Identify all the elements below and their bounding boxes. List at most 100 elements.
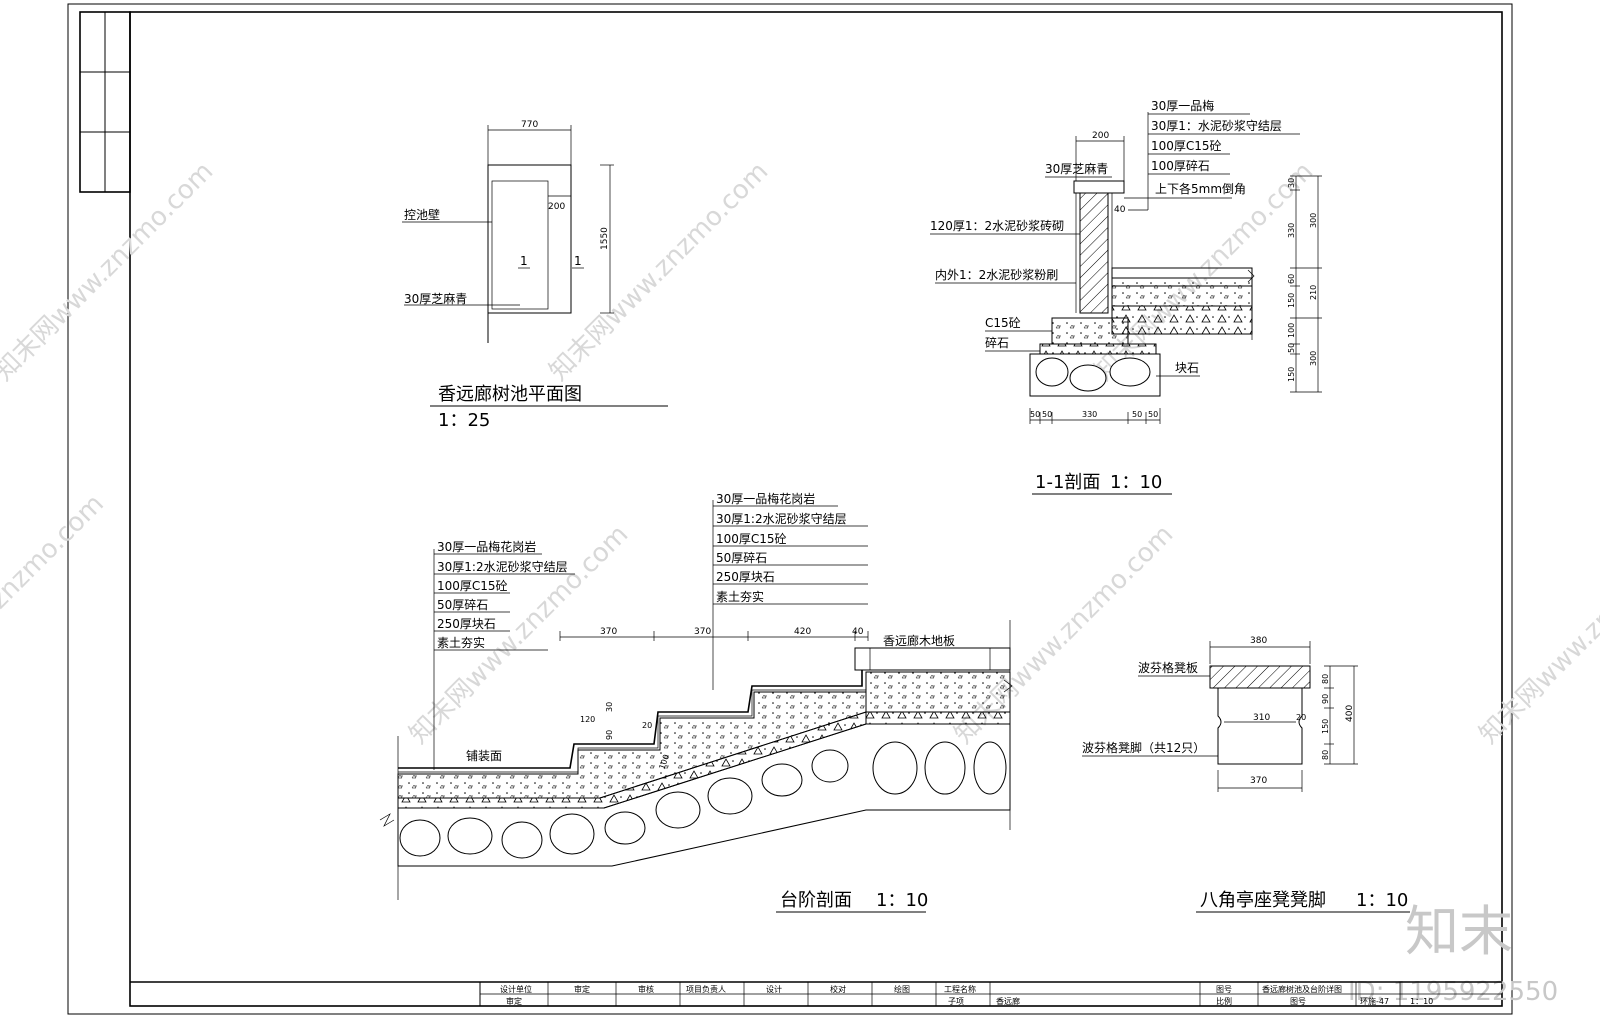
tb-c8a: 工程名称 <box>944 984 976 994</box>
step-section: 30厚一品梅花岗岩 30厚1:2水泥砂浆守结层 100厚C15砼 50厚碎石 2… <box>379 491 1013 913</box>
label-sesame-top: 30厚芝麻青 <box>1045 161 1108 176</box>
watermark-site: 知末网www.znzmo.com <box>0 156 219 387</box>
tb-c10b: 比例 <box>1216 996 1232 1006</box>
step-layers-left: 30厚一品梅花岗岩 30厚1:2水泥砂浆守结层 100厚C15砼 50厚碎石 2… <box>433 539 575 770</box>
tb-c2a: 审定 <box>574 984 590 994</box>
dim-step-d: 40 <box>852 627 864 637</box>
dim-bench-bottom: 370 <box>1250 776 1267 786</box>
dim-step-s2: 20 <box>642 721 652 730</box>
dim-side: 40 <box>1114 205 1126 215</box>
bench-scale: 1：10 <box>1356 890 1408 911</box>
dim-bench-mid: 310 <box>1253 713 1270 723</box>
label-gravel: 碎石 <box>985 335 1009 350</box>
step-layer-r6: 素土夯实 <box>716 589 764 604</box>
watermark-layer: 知末网www.znzmo.com 知末网www.znzmo.com 知末网www… <box>0 156 1600 1007</box>
dim-r3: 60 <box>1287 274 1296 284</box>
watermark-site: 知末网www.znzmo.com <box>544 156 775 387</box>
step-layer-l5: 250厚块石 <box>437 617 496 631</box>
steps-title: 台阶剖面 <box>780 890 852 911</box>
tb-c7a: 绘图 <box>894 984 910 994</box>
dim-r8: 150 <box>1287 367 1296 382</box>
tree-pool-plan: 770 200 1550 1 1 控池壁 30厚芝麻青 香远廊树池平面图 1：2… <box>402 120 668 431</box>
bench-leg-detail: 380 310 20 370 波芬格凳板 波芬格凳脚（共12只） 80 90 1… <box>1082 636 1410 913</box>
dim-b3: 330 <box>1082 410 1097 419</box>
tb-c8b: 子项 <box>948 997 964 1006</box>
dim-b1: 50 <box>1030 410 1040 419</box>
label-brick: 120厚1：2水泥砂浆砖砌 <box>930 218 1064 233</box>
dim-bench-v1: 80 <box>1321 674 1330 684</box>
dim-step-c: 420 <box>794 627 811 637</box>
label-c15: C15砼 <box>985 316 1021 330</box>
section-title: 1-1剖面 <box>1035 472 1100 493</box>
tb-c5a: 设计 <box>766 984 782 994</box>
step-layer-l3: 100厚C15砼 <box>437 579 508 593</box>
label-block: 块石 <box>1175 361 1199 375</box>
tb-c1b: 审定 <box>506 996 522 1006</box>
dim-plan-width: 770 <box>521 120 538 130</box>
dim-bench-total: 400 <box>1345 705 1355 722</box>
dim-step-b: 370 <box>694 627 711 637</box>
step-layer-r2: 30厚1:2水泥砂浆守结层 <box>716 511 847 526</box>
dim-r7: 50 <box>1287 343 1296 353</box>
label-sesame-plan: 30厚芝麻青 <box>404 291 467 306</box>
dim-r4: 150 <box>1287 293 1296 308</box>
step-layers-right: 30厚一品梅花岗岩 30厚1:2水泥砂浆守结层 100厚C15砼 50厚碎石 2… <box>712 491 868 690</box>
watermark-logo: 知末 <box>1405 900 1513 963</box>
dim-r1: 30 <box>1287 178 1296 188</box>
tb-c1a: 设计单位 <box>500 984 532 994</box>
dim-plan-inner: 200 <box>548 202 565 212</box>
dim-r2: 330 <box>1287 223 1296 238</box>
dim-bench-top: 380 <box>1250 636 1267 646</box>
label-wood-floor: 香远廊木地板 <box>883 633 955 648</box>
layer-2: 30厚1：水泥砂浆守结层 <box>1151 118 1282 133</box>
steps-scale: 1：10 <box>876 890 928 911</box>
dim-r9: 300 <box>1309 351 1318 366</box>
step-layer-l6: 素土夯实 <box>437 635 485 650</box>
label-bench-board: 波芬格凳板 <box>1138 660 1198 675</box>
tb-c10a: 图号 <box>1216 985 1232 994</box>
step-layer-l1: 30厚一品梅花岗岩 <box>437 539 536 554</box>
layer-3: 100厚C15砼 <box>1151 139 1222 153</box>
label-pool-wall: 控池壁 <box>404 207 440 222</box>
section-1-1: 200 30厚一品梅 30厚1：水泥砂浆守结层 100厚C15砼 100厚碎石 … <box>930 98 1322 495</box>
layer-4: 100厚碎石 <box>1151 158 1210 173</box>
step-layer-r3: 100厚C15砼 <box>716 532 787 546</box>
dim-step-s3: 30 <box>605 702 614 712</box>
tb-c4a: 项目负责人 <box>686 984 726 994</box>
title-block: 设计单位 审定 审定 审核 项目负责人 设计 校对 绘图 工程名称 子项 香远廊… <box>130 981 1502 1006</box>
dim-r6: 100 <box>1287 323 1296 338</box>
label-paving: 铺装面 <box>466 749 502 763</box>
layer-1: 30厚一品梅 <box>1151 98 1214 113</box>
tb-c9b: 香远廊 <box>996 996 1020 1006</box>
tb-c11b: 图号 <box>1290 997 1306 1006</box>
tb-c12b: 环施-47 <box>1360 996 1389 1006</box>
dim-b2: 50 <box>1042 410 1052 419</box>
dim-section-top: 200 <box>1092 131 1109 141</box>
label-plaster: 内外1：2水泥砂浆粉刷 <box>935 267 1058 282</box>
dim-bench-side: 20 <box>1296 713 1306 722</box>
dim-step-s4: 90 <box>605 730 614 740</box>
dim-bench-v3: 150 <box>1321 719 1330 734</box>
watermark-brand: znzmo.com <box>0 489 110 615</box>
section-marker-right: 1 <box>574 254 582 268</box>
dim-b5: 50 <box>1148 410 1158 419</box>
layer-5: 上下各5mm倒角 <box>1155 181 1246 196</box>
plan-title: 香远廊树池平面图 <box>438 384 582 405</box>
label-bench-leg: 波芬格凳脚（共12只） <box>1082 740 1205 755</box>
section-marker-left: 1 <box>520 254 528 268</box>
tb-c13b: 1：10 <box>1410 997 1433 1006</box>
step-layer-r1: 30厚一品梅花岗岩 <box>716 491 815 506</box>
sheet-frame <box>67 3 1513 1015</box>
section-scale: 1：10 <box>1110 472 1162 493</box>
dim-plan-height: 1550 <box>600 227 610 250</box>
bench-title: 八角亭座凳凳脚 <box>1200 890 1326 911</box>
dim-bench-v2: 90 <box>1321 694 1330 704</box>
step-layer-r4: 50厚碎石 <box>716 550 767 565</box>
dim-bench-v4: 80 <box>1321 750 1330 760</box>
tb-c6a: 校对 <box>830 984 846 994</box>
dim-r5: 210 <box>1309 285 1318 300</box>
dim-r10: 300 <box>1309 213 1318 228</box>
plan-scale: 1：25 <box>438 410 490 431</box>
dim-b4: 50 <box>1132 410 1142 419</box>
